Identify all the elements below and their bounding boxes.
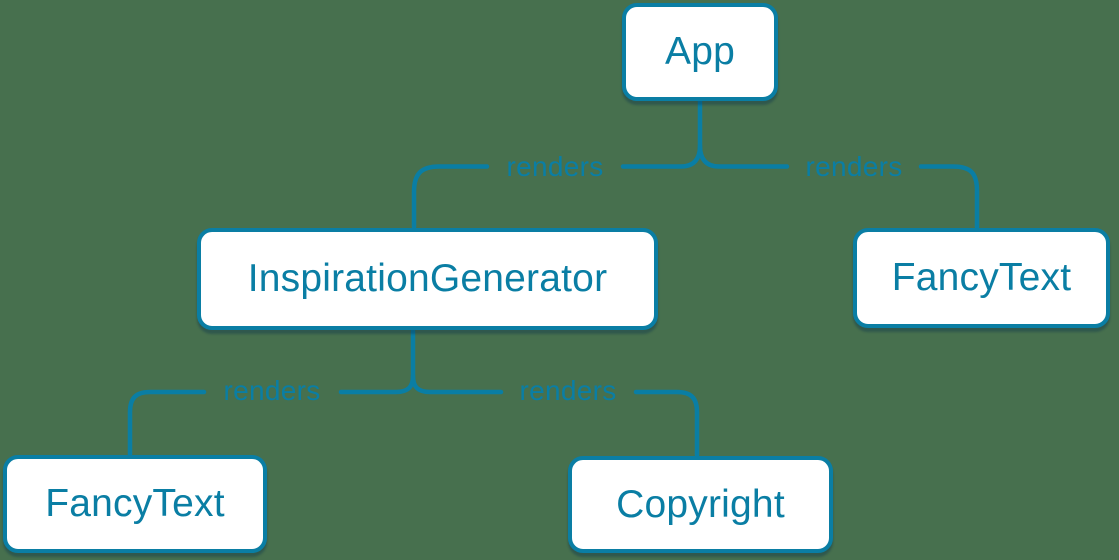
edge-inspirationgenerator-to-copyright (410, 373, 700, 458)
node-app-label: App (665, 30, 735, 73)
node-inspiration-generator: InspirationGenerator (197, 228, 658, 330)
node-fancy-text-top-right: FancyText (853, 228, 1110, 328)
edge-label-renders-inspirationgenerator-fancytext: renders (223, 375, 321, 406)
edge-label-renders-app-fancytext: renders (805, 151, 903, 182)
edge-label-renders-app-inspirationgenerator: renders (506, 151, 604, 182)
node-fancy-text-bottom-left-label: FancyText (45, 482, 225, 525)
node-app: App (622, 3, 778, 101)
node-copyright-label: Copyright (616, 482, 785, 526)
node-fancy-text-bottom-left: FancyText (3, 455, 267, 553)
edge-label-renders-inspirationgenerator-copyright: renders (519, 375, 617, 406)
node-fancy-text-top-right-label: FancyText (891, 256, 1072, 299)
node-inspiration-generator-label: InspirationGenerator (247, 257, 608, 300)
node-copyright: Copyright (568, 456, 833, 553)
edge-app-to-fancytext (697, 143, 980, 230)
